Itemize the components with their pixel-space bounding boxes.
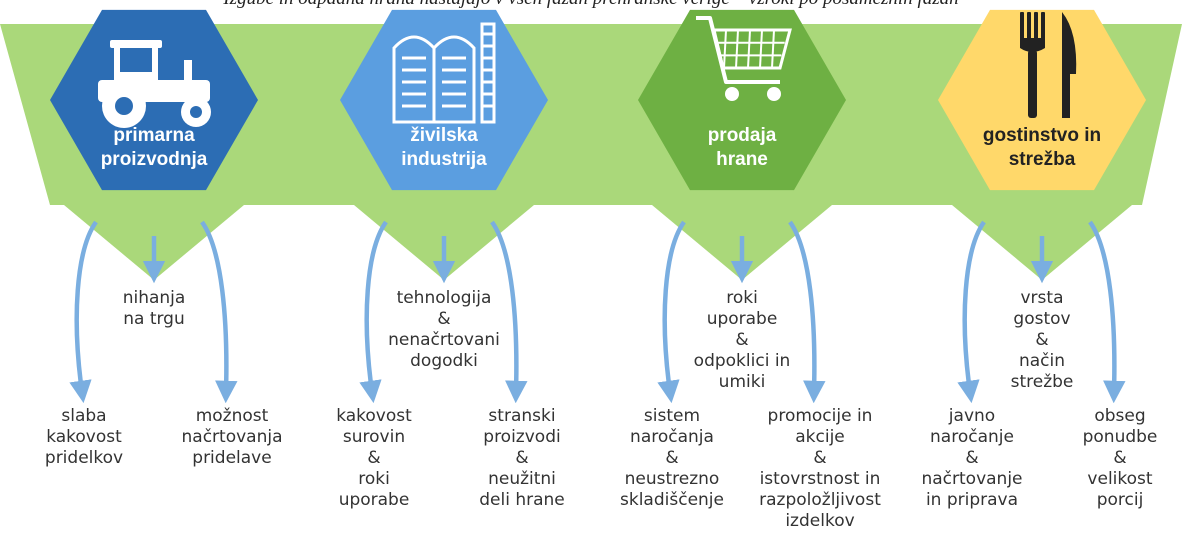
factor-left-industry-line: uporabe	[338, 490, 410, 510]
factor-left-industry-line: roki	[358, 469, 390, 489]
factor-left-retail-line: naročanja	[630, 427, 714, 447]
stage-label-primary-line: primarna	[113, 125, 195, 146]
arrow-left-primary	[69, 220, 98, 404]
factor-left-industry-line: kakovost	[336, 406, 412, 426]
stage-label-catering-line: gostinstvo in	[982, 125, 1102, 146]
factor-right-industry-line: neužitni	[488, 469, 556, 489]
factor-left-retail-line: skladiščenje	[620, 490, 724, 510]
factor-right-retail-line: akcije	[795, 427, 845, 447]
silo-factory-icon	[392, 22, 496, 124]
factor-center-retail-line: umiki	[718, 372, 766, 392]
factor-center-retail-line: uporabe	[706, 309, 778, 329]
factor-right-catering-line: &	[1113, 448, 1127, 468]
factor-right-primary-line: možnost	[195, 406, 269, 426]
stage-label-catering: gostinstvo in strežba	[983, 124, 1101, 172]
factor-right-catering-line: porcij	[1096, 490, 1144, 510]
shopping-cart-icon	[696, 16, 792, 101]
factor-center-primary-line: nihanja	[122, 288, 186, 308]
factor-center-catering-line: strežbe	[1010, 372, 1074, 392]
factor-left-retail-line: sistem	[643, 406, 701, 426]
tractor-icon	[98, 40, 211, 128]
arrow-left-industry	[359, 220, 388, 404]
stage-label-retail-line: hrane	[716, 149, 768, 170]
stage-label-primary: primarna proizvodnja	[101, 124, 208, 172]
factor-center-catering-line: način	[1018, 351, 1066, 371]
factor-left-industry-line: &	[367, 448, 381, 468]
arrow-right-industry	[490, 220, 528, 404]
arrow-left-catering	[957, 220, 986, 404]
factor-left-catering-line: in priprava	[925, 490, 1019, 510]
factor-left-catering-line: načrtovanje	[921, 469, 1023, 489]
factor-center-catering-line: &	[1035, 330, 1049, 350]
factor-center-industry-line: tehnologija	[396, 288, 492, 308]
factor-left-industry-line: surovin	[342, 427, 406, 447]
factor-left-primary-line: slaba	[61, 406, 107, 426]
factor-right-catering-line: ponudbe	[1082, 427, 1158, 447]
factor-right-retail-line: izdelkov	[785, 511, 855, 531]
factor-right-catering-line: obseg	[1094, 406, 1146, 426]
factor-right-retail-line: &	[813, 448, 827, 468]
factor-right-catering-line: velikost	[1087, 469, 1153, 489]
factor-left-catering-line: javno	[948, 406, 996, 426]
factor-right-industry-line: &	[515, 448, 529, 468]
factor-center-industry-line: nenačrtovani	[388, 330, 500, 350]
factor-right-retail-line: istovrstnost in	[759, 469, 881, 489]
supply-chain-band	[0, 24, 1182, 280]
factor-right-primary-line: načrtovanja	[181, 427, 283, 447]
factor-center-industry-line: &	[437, 309, 451, 329]
arrow-left-retail	[657, 220, 686, 404]
factor-center-industry-line: dogodki	[410, 351, 478, 371]
factor-center-retail-line: &	[735, 330, 749, 350]
factor-left-catering-line: &	[965, 448, 979, 468]
factor-left-catering-line: naročanje	[930, 427, 1014, 447]
factor-right-retail-line: promocije in	[767, 406, 873, 426]
stage-label-industry: živilska industrija	[401, 124, 487, 172]
factor-left-primary-line: kakovost	[46, 427, 122, 447]
stage-label-catering-line: strežba	[1008, 149, 1076, 170]
factor-center-catering-line: gostov	[1013, 309, 1071, 329]
stage-label-retail: prodaja hrane	[708, 124, 777, 172]
factor-left-retail-line: neustrezno	[624, 469, 720, 489]
factor-left-retail-line: &	[665, 448, 679, 468]
factor-right-retail-line: razpoložljivost	[759, 490, 881, 510]
factor-right-industry-line: stranski	[488, 406, 556, 426]
factor-right-industry-line: deli hrane	[479, 490, 565, 510]
factor-center-catering-line: vrsta	[1020, 288, 1064, 308]
factor-right-primary-line: pridelave	[192, 448, 272, 468]
stage-label-industry-line: industrija	[401, 149, 487, 170]
factor-center-retail-line: odpoklici in	[693, 351, 791, 371]
factor-center-retail-line: roki	[726, 288, 758, 308]
fork-knife-icon	[1020, 12, 1077, 118]
factor-right-industry-line: proizvodi	[483, 427, 561, 447]
stage-label-retail-line: prodaja	[707, 125, 777, 146]
stage-label-primary-line: proizvodnja	[100, 149, 208, 170]
arrow-right-primary	[200, 220, 238, 404]
factor-left-primary-line: pridelkov	[44, 448, 124, 468]
factor-center-primary-line: na trgu	[123, 309, 185, 329]
stage-label-industry-line: živilska	[410, 125, 478, 146]
stage-hexagon-retail	[638, 9, 846, 191]
arrow-right-retail	[788, 220, 826, 404]
diagram-caption: Izgube in odpadna hrana nastajajo v vseh…	[0, 0, 1182, 10]
arrow-right-catering	[1088, 220, 1126, 404]
stage-hexagon-industry	[340, 9, 548, 191]
stage-hexagon-catering	[938, 9, 1146, 191]
